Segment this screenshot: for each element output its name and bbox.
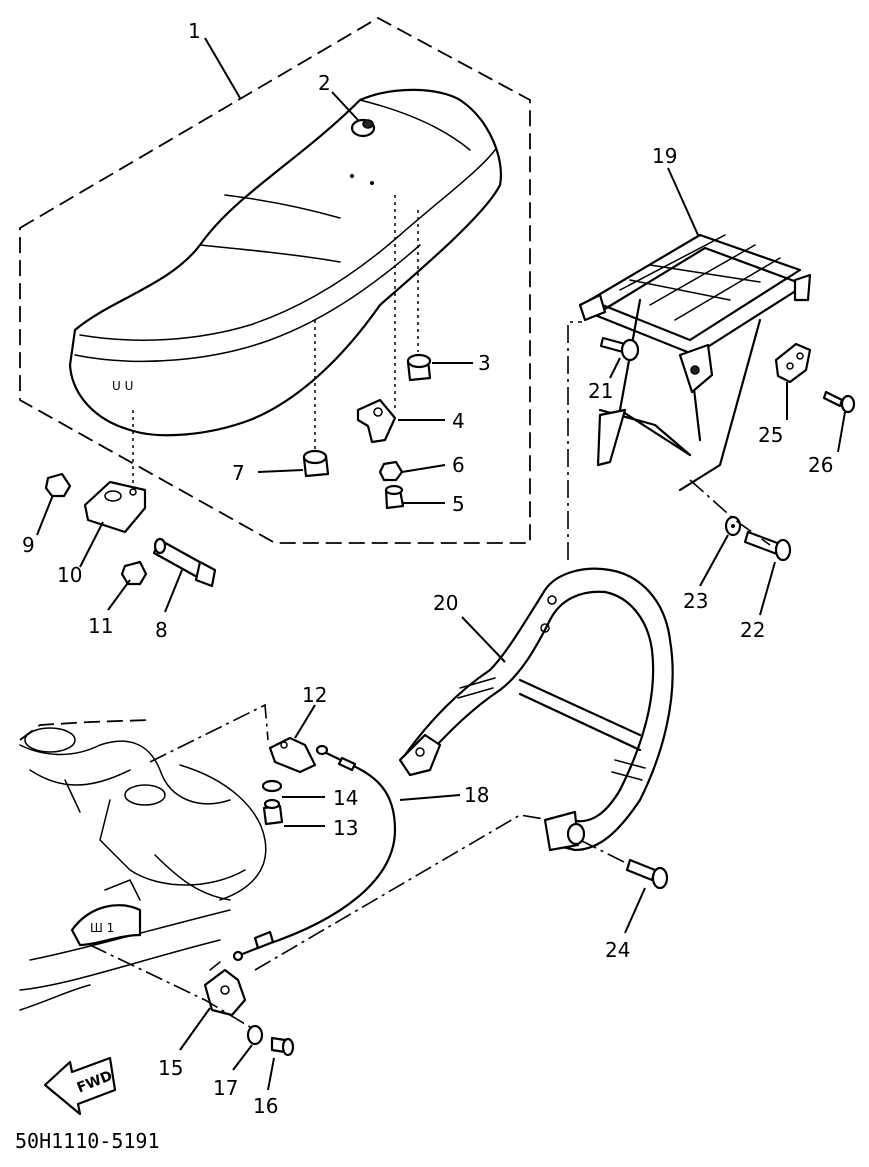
callout-26: 26 — [808, 453, 833, 477]
callout-4: 4 — [452, 409, 465, 433]
bracket-25 — [774, 342, 812, 384]
callout-10: 10 — [57, 563, 82, 587]
seat-lock-cable — [232, 744, 397, 962]
svg-text:U U: U U — [112, 379, 133, 393]
washer-17 — [246, 1024, 264, 1046]
seat-pin — [350, 118, 376, 138]
callout-8: 8 — [155, 618, 168, 642]
leader-lines — [36, 37, 846, 1091]
damper-13 — [262, 798, 284, 826]
bolt-8 — [152, 537, 217, 588]
bracket-12 — [268, 736, 317, 774]
washer-14 — [261, 779, 283, 793]
guide-line-18-20 — [254, 814, 551, 971]
callout-7: 7 — [232, 461, 245, 485]
callout-14: 14 — [333, 786, 358, 810]
callout-18: 18 — [464, 783, 489, 807]
washer-23 — [724, 515, 742, 537]
grab-bar — [398, 567, 674, 852]
lock-bracket-15 — [203, 961, 247, 1017]
callout-19: 19 — [652, 144, 677, 168]
bolt-24 — [625, 858, 669, 890]
damper-7 — [302, 449, 330, 478]
callout-15: 15 — [158, 1056, 183, 1080]
callout-11: 11 — [88, 614, 113, 638]
bolt-16 — [270, 1036, 295, 1057]
nut-6 — [378, 460, 404, 482]
callout-21: 21 — [588, 379, 613, 403]
fwd-arrow: FWD — [43, 1056, 117, 1116]
callout-16: 16 — [253, 1094, 278, 1118]
figure-code: 50H1110-5191 — [15, 1129, 160, 1153]
callout-2: 2 — [318, 71, 331, 95]
svg-text:Ш 1: Ш 1 — [90, 921, 114, 935]
bracket-4 — [356, 398, 397, 444]
callout-25: 25 — [758, 423, 783, 447]
damper-3 — [406, 353, 432, 382]
seat-assembly-boundary — [19, 16, 531, 544]
callout-1: 1 — [188, 19, 201, 43]
bolt-22 — [743, 530, 792, 562]
seat: U U — [68, 88, 502, 437]
bolt-5 — [384, 484, 405, 510]
callout-5: 5 — [452, 492, 465, 516]
callout-3: 3 — [478, 351, 491, 375]
callouts: 1 2 3 4 5 6 7 8 9 10 11 12 13 14 15 16 1… — [22, 19, 833, 1118]
screw-26 — [822, 390, 856, 414]
rear-carrier — [578, 233, 812, 492]
bolt-21 — [599, 336, 640, 362]
callout-22: 22 — [740, 618, 765, 642]
frame-section: Ш 1 — [19, 703, 269, 1011]
nut-9 — [44, 472, 72, 498]
callout-6: 6 — [452, 453, 465, 477]
callout-12: 12 — [302, 683, 327, 707]
bracket-10 — [83, 480, 147, 534]
callout-20: 20 — [433, 591, 458, 615]
guide-line-15-17 — [89, 944, 256, 1031]
callout-17: 17 — [213, 1076, 238, 1100]
callout-23: 23 — [683, 589, 708, 613]
nut-11 — [120, 560, 148, 586]
callout-13: 13 — [333, 816, 358, 840]
guide-line-20-19 — [567, 321, 582, 560]
callout-24: 24 — [605, 938, 630, 962]
callout-9: 9 — [22, 533, 35, 557]
